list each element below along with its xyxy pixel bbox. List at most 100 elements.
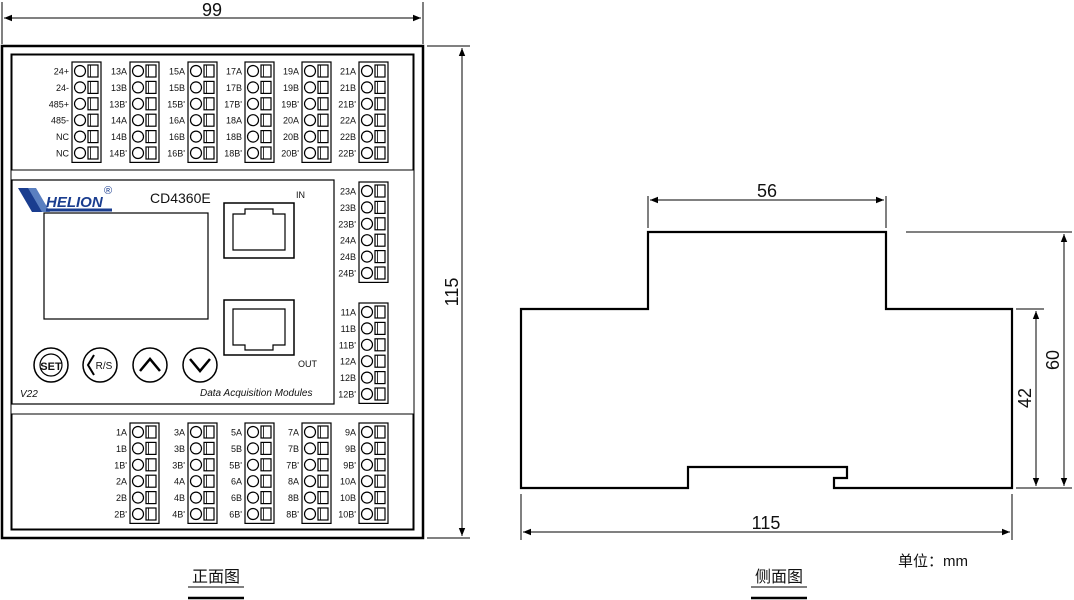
terminal-screw bbox=[246, 81, 260, 94]
terminal-screw bbox=[131, 64, 145, 78]
terminal-label: 22B' bbox=[338, 149, 356, 159]
registered-mark: ® bbox=[104, 185, 112, 197]
terminal-slot bbox=[145, 97, 157, 111]
top-terminal-panel bbox=[11, 54, 414, 171]
terminal-screw bbox=[360, 355, 374, 368]
terminal-screw bbox=[73, 130, 87, 143]
terminal-label: NC bbox=[56, 149, 69, 159]
terminal-slot bbox=[203, 491, 215, 505]
terminal-slot bbox=[374, 80, 386, 95]
terminal-label: 22A bbox=[340, 116, 356, 126]
terminal-slot bbox=[317, 130, 329, 144]
terminal-label: 15A bbox=[169, 67, 185, 77]
front-face-panel bbox=[11, 179, 335, 405]
terminal-screw bbox=[131, 491, 145, 504]
terminal-label: 15B bbox=[169, 83, 185, 93]
terminal-slot bbox=[374, 441, 386, 455]
terminal-label: 6B bbox=[231, 493, 242, 503]
terminal-label: 24+ bbox=[54, 67, 69, 77]
terminal-screw bbox=[246, 442, 260, 455]
terminal-housing bbox=[358, 422, 389, 525]
terminal-label: 7A bbox=[288, 428, 299, 438]
terminal-screw bbox=[73, 114, 87, 127]
set-button-label: SET bbox=[40, 361, 62, 373]
terminal-label: 12B bbox=[340, 373, 356, 383]
terminal-label: 21B' bbox=[338, 99, 356, 109]
terminal-housing bbox=[301, 422, 332, 525]
terminal-screw bbox=[131, 130, 145, 143]
terminal-slot bbox=[317, 507, 329, 521]
terminal-screw bbox=[246, 458, 260, 471]
terminal-screw bbox=[360, 425, 374, 439]
rj45-port-in bbox=[223, 202, 295, 259]
module-outline bbox=[0, 44, 425, 540]
front-view-caption: 正面图 bbox=[192, 569, 240, 586]
terminal-slot bbox=[374, 305, 386, 319]
terminal-slot bbox=[145, 113, 157, 127]
terminal-slot bbox=[145, 64, 157, 78]
terminal-screw bbox=[189, 442, 203, 455]
terminal-label: 8B' bbox=[286, 510, 299, 520]
terminal-label: 4A bbox=[174, 477, 185, 487]
terminal-screw bbox=[246, 97, 260, 110]
terminal-screw bbox=[189, 458, 203, 471]
terminal-label: 3B bbox=[174, 444, 185, 454]
terminal-slot bbox=[317, 441, 329, 455]
terminal-label: 6A bbox=[231, 477, 242, 487]
terminal-slot bbox=[260, 130, 272, 144]
terminal-slot bbox=[145, 130, 157, 144]
terminal-slot bbox=[317, 64, 329, 78]
terminal-slot bbox=[374, 233, 386, 247]
terminal-screw bbox=[303, 97, 317, 110]
terminal-screw bbox=[131, 97, 145, 110]
terminal-label: 16A bbox=[169, 116, 185, 126]
terminal-screw bbox=[360, 371, 374, 384]
terminal-label: 17B bbox=[226, 83, 242, 93]
terminal-screw bbox=[360, 305, 374, 319]
terminal-screw bbox=[189, 146, 203, 160]
terminal-screw bbox=[303, 64, 317, 78]
terminal-slot bbox=[203, 441, 215, 455]
terminal-slot bbox=[317, 491, 329, 505]
run-stop-button[interactable]: R/S bbox=[82, 347, 118, 383]
terminal-slot bbox=[374, 146, 386, 160]
terminal-label: 16B bbox=[169, 132, 185, 142]
terminal-screw bbox=[131, 81, 145, 94]
terminal-slot bbox=[374, 266, 386, 280]
terminal-slot bbox=[374, 200, 386, 214]
terminal-label: 5B' bbox=[229, 460, 242, 470]
terminal-housing bbox=[358, 302, 389, 405]
side-view: 56 115 42 60 单位：mm 侧面图 bbox=[519, 181, 1072, 600]
terminal-housing bbox=[71, 61, 102, 164]
terminal-screw bbox=[189, 64, 203, 78]
terminal-slot bbox=[203, 507, 215, 521]
terminal-slot bbox=[374, 97, 386, 111]
terminal-slot bbox=[260, 425, 272, 439]
terminal-screw bbox=[360, 64, 374, 78]
terminal-screw bbox=[360, 491, 374, 504]
terminal-slot bbox=[87, 80, 99, 95]
terminal-label: 23B bbox=[340, 203, 356, 213]
terminal-screw bbox=[246, 425, 260, 439]
terminal-label: 1A bbox=[116, 428, 127, 438]
terminal-slot bbox=[374, 425, 386, 439]
terminal-label: 21A bbox=[340, 67, 356, 77]
terminal-screw bbox=[73, 81, 87, 94]
terminal-screw bbox=[131, 458, 145, 471]
up-button[interactable] bbox=[132, 347, 168, 383]
terminal-housing bbox=[187, 61, 218, 164]
terminal-slot bbox=[374, 130, 386, 144]
terminal-slot bbox=[374, 491, 386, 505]
terminal-label: 12A bbox=[340, 357, 356, 367]
terminal-slot bbox=[260, 441, 272, 455]
down-button[interactable] bbox=[182, 347, 218, 383]
set-button[interactable]: SET bbox=[33, 347, 69, 383]
